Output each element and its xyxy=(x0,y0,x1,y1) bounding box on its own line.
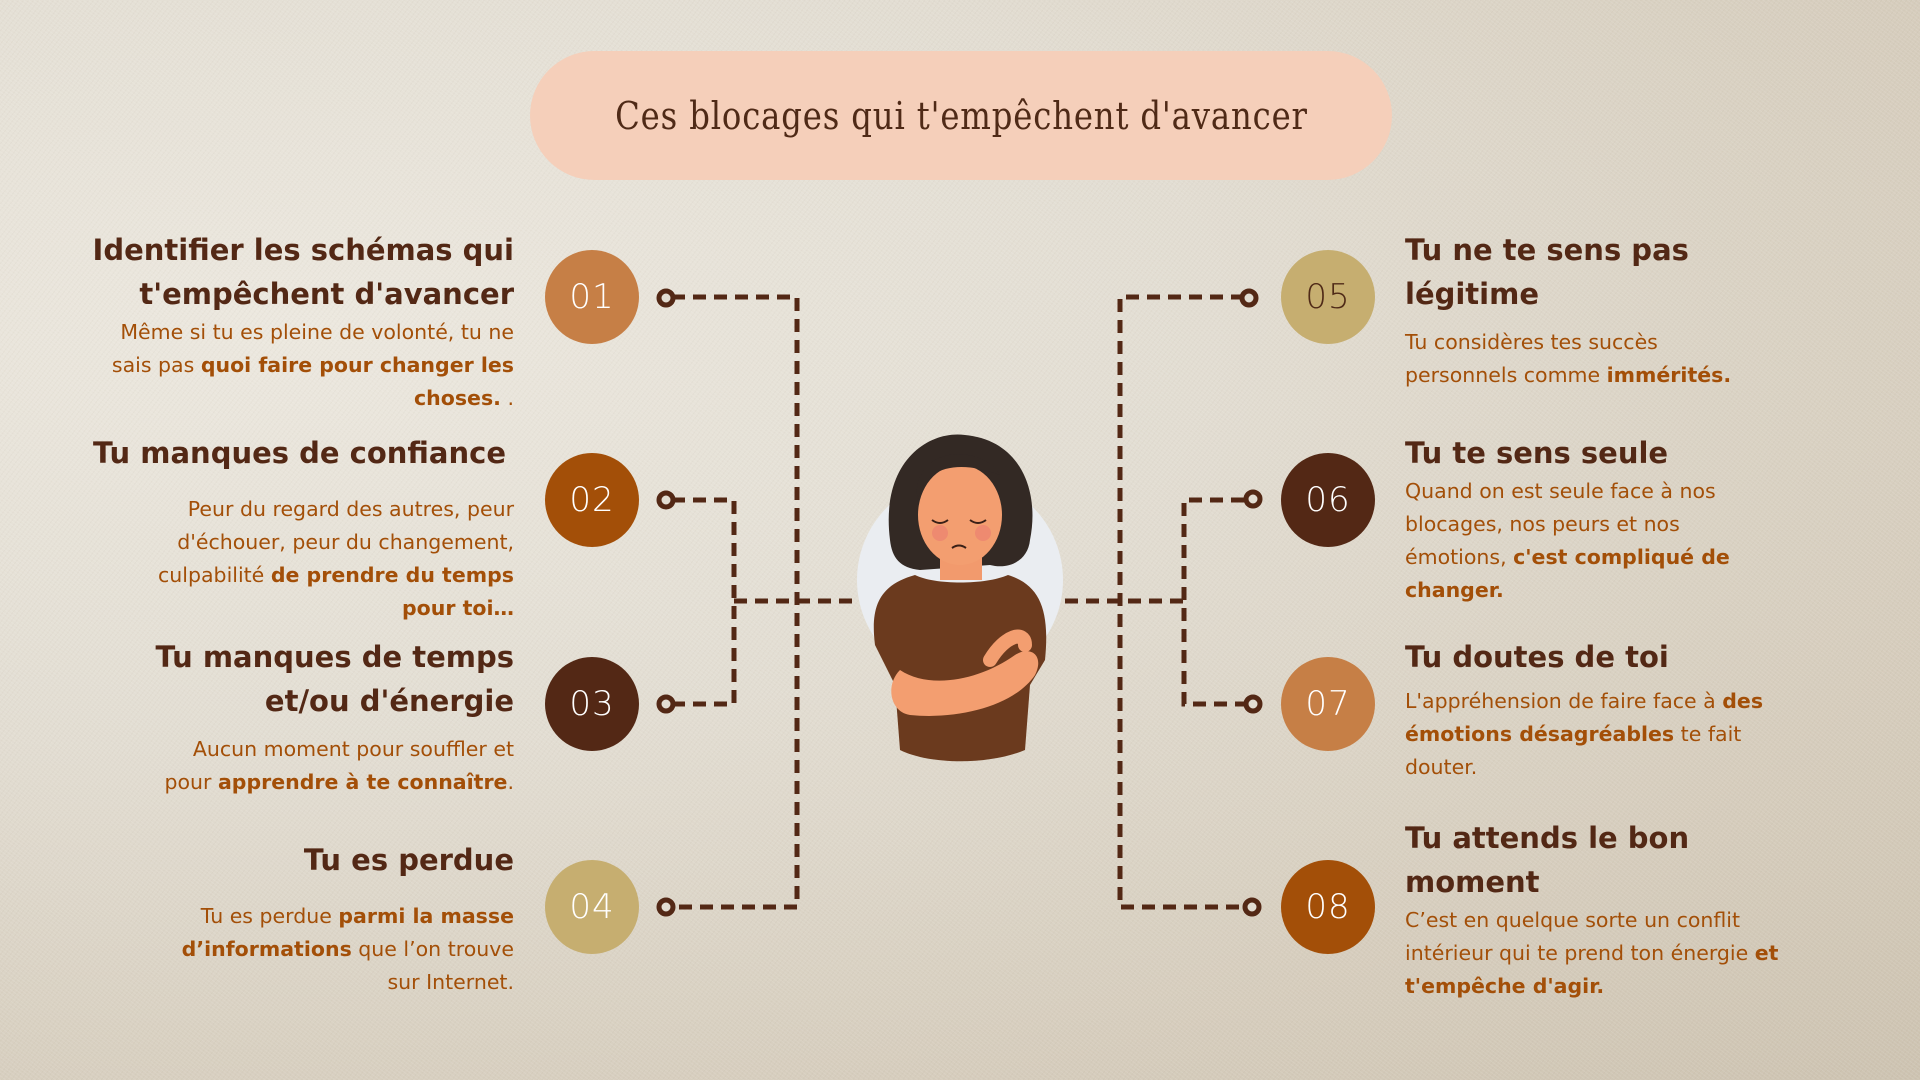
step-number-08: 08 xyxy=(1281,860,1375,954)
blocker-item-06: Tu te sens seule Quand on est seule face… xyxy=(1405,431,1755,607)
connector-dot-07 xyxy=(1243,694,1263,714)
connector-left-inner xyxy=(672,497,737,707)
blocker-item-04: Tu es perdue Tu es perdue parmi la masse… xyxy=(84,838,514,999)
blocker-heading: Tu es perdue xyxy=(303,843,514,877)
blocker-description: Quand on est seule face à nos blocages, … xyxy=(1405,479,1730,602)
blocker-item-05: Tu ne te sens pas légitime Tu considères… xyxy=(1405,228,1755,392)
connector-dot-05 xyxy=(1239,288,1259,308)
step-number-label: 06 xyxy=(1305,480,1351,520)
blocker-heading: Identifier les schémas qui t'empêchent d… xyxy=(92,233,514,311)
blocker-description: Même si tu es pleine de volonté, tu ne s… xyxy=(111,320,514,410)
step-number-05: 05 xyxy=(1281,250,1375,344)
blocker-item-03: Tu manques de temps et/ou d'énergie Aucu… xyxy=(84,635,515,799)
blocker-item-07: Tu doutes de toi L'appréhension de faire… xyxy=(1405,635,1805,784)
blocker-heading: Tu ne te sens pas légitime xyxy=(1405,233,1689,311)
step-number-04: 04 xyxy=(545,860,639,954)
blocker-description: L'appréhension de faire face à des émoti… xyxy=(1405,689,1764,779)
step-number-03: 03 xyxy=(545,657,639,751)
step-number-label: 03 xyxy=(569,684,615,724)
blocker-description: C’est en quelque sorte un conflit intéri… xyxy=(1405,908,1779,998)
page-title: Ces blocages qui t'empêchent d'avancer xyxy=(614,93,1308,138)
connector-dot-01 xyxy=(656,288,676,308)
connector-dot-03 xyxy=(656,694,676,714)
blocker-heading: Tu te sens seule xyxy=(1405,436,1669,470)
connector-right-inner xyxy=(1181,497,1244,707)
blocker-item-02: Tu manques de confiance Peur du regard d… xyxy=(84,431,514,625)
step-number-label: 07 xyxy=(1305,684,1351,724)
blocker-description: Tu considères tes succès personnels comm… xyxy=(1405,330,1732,387)
blocker-description: Aucun moment pour souffler et pour appre… xyxy=(164,737,514,794)
connector-dot-04 xyxy=(656,897,676,917)
blocker-description: Peur du regard des autres, peur d'échoue… xyxy=(158,497,514,620)
connector-dot-08 xyxy=(1242,897,1262,917)
step-number-02: 02 xyxy=(545,453,639,547)
step-number-label: 01 xyxy=(569,277,615,317)
sad-woman-illustration xyxy=(857,434,1063,762)
connector-dot-06 xyxy=(1243,489,1263,509)
step-number-label: 08 xyxy=(1305,887,1351,927)
step-number-06: 06 xyxy=(1281,453,1375,547)
blocker-heading: Tu manques de temps et/ou d'énergie xyxy=(155,640,515,718)
title-banner: Ces blocages qui t'empêchent d'avancer xyxy=(530,51,1392,180)
step-number-label: 05 xyxy=(1305,277,1351,317)
step-number-label: 02 xyxy=(569,480,615,520)
step-number-label: 04 xyxy=(569,887,615,927)
blocker-item-08: Tu attends le bon moment C’est en quelqu… xyxy=(1405,816,1825,1003)
blocker-description: Tu es perdue parmi la masse d’informatio… xyxy=(181,904,514,994)
blocker-heading: Tu doutes de toi xyxy=(1405,640,1669,674)
step-number-01: 01 xyxy=(545,250,639,344)
blocker-item-01: Identifier les schémas qui t'empêchent d… xyxy=(84,228,514,415)
blocker-heading: Tu attends le bon moment xyxy=(1405,821,1690,899)
blocker-heading: Tu manques de confiance xyxy=(92,436,506,470)
step-number-07: 07 xyxy=(1281,657,1375,751)
connector-dot-02 xyxy=(656,490,676,510)
